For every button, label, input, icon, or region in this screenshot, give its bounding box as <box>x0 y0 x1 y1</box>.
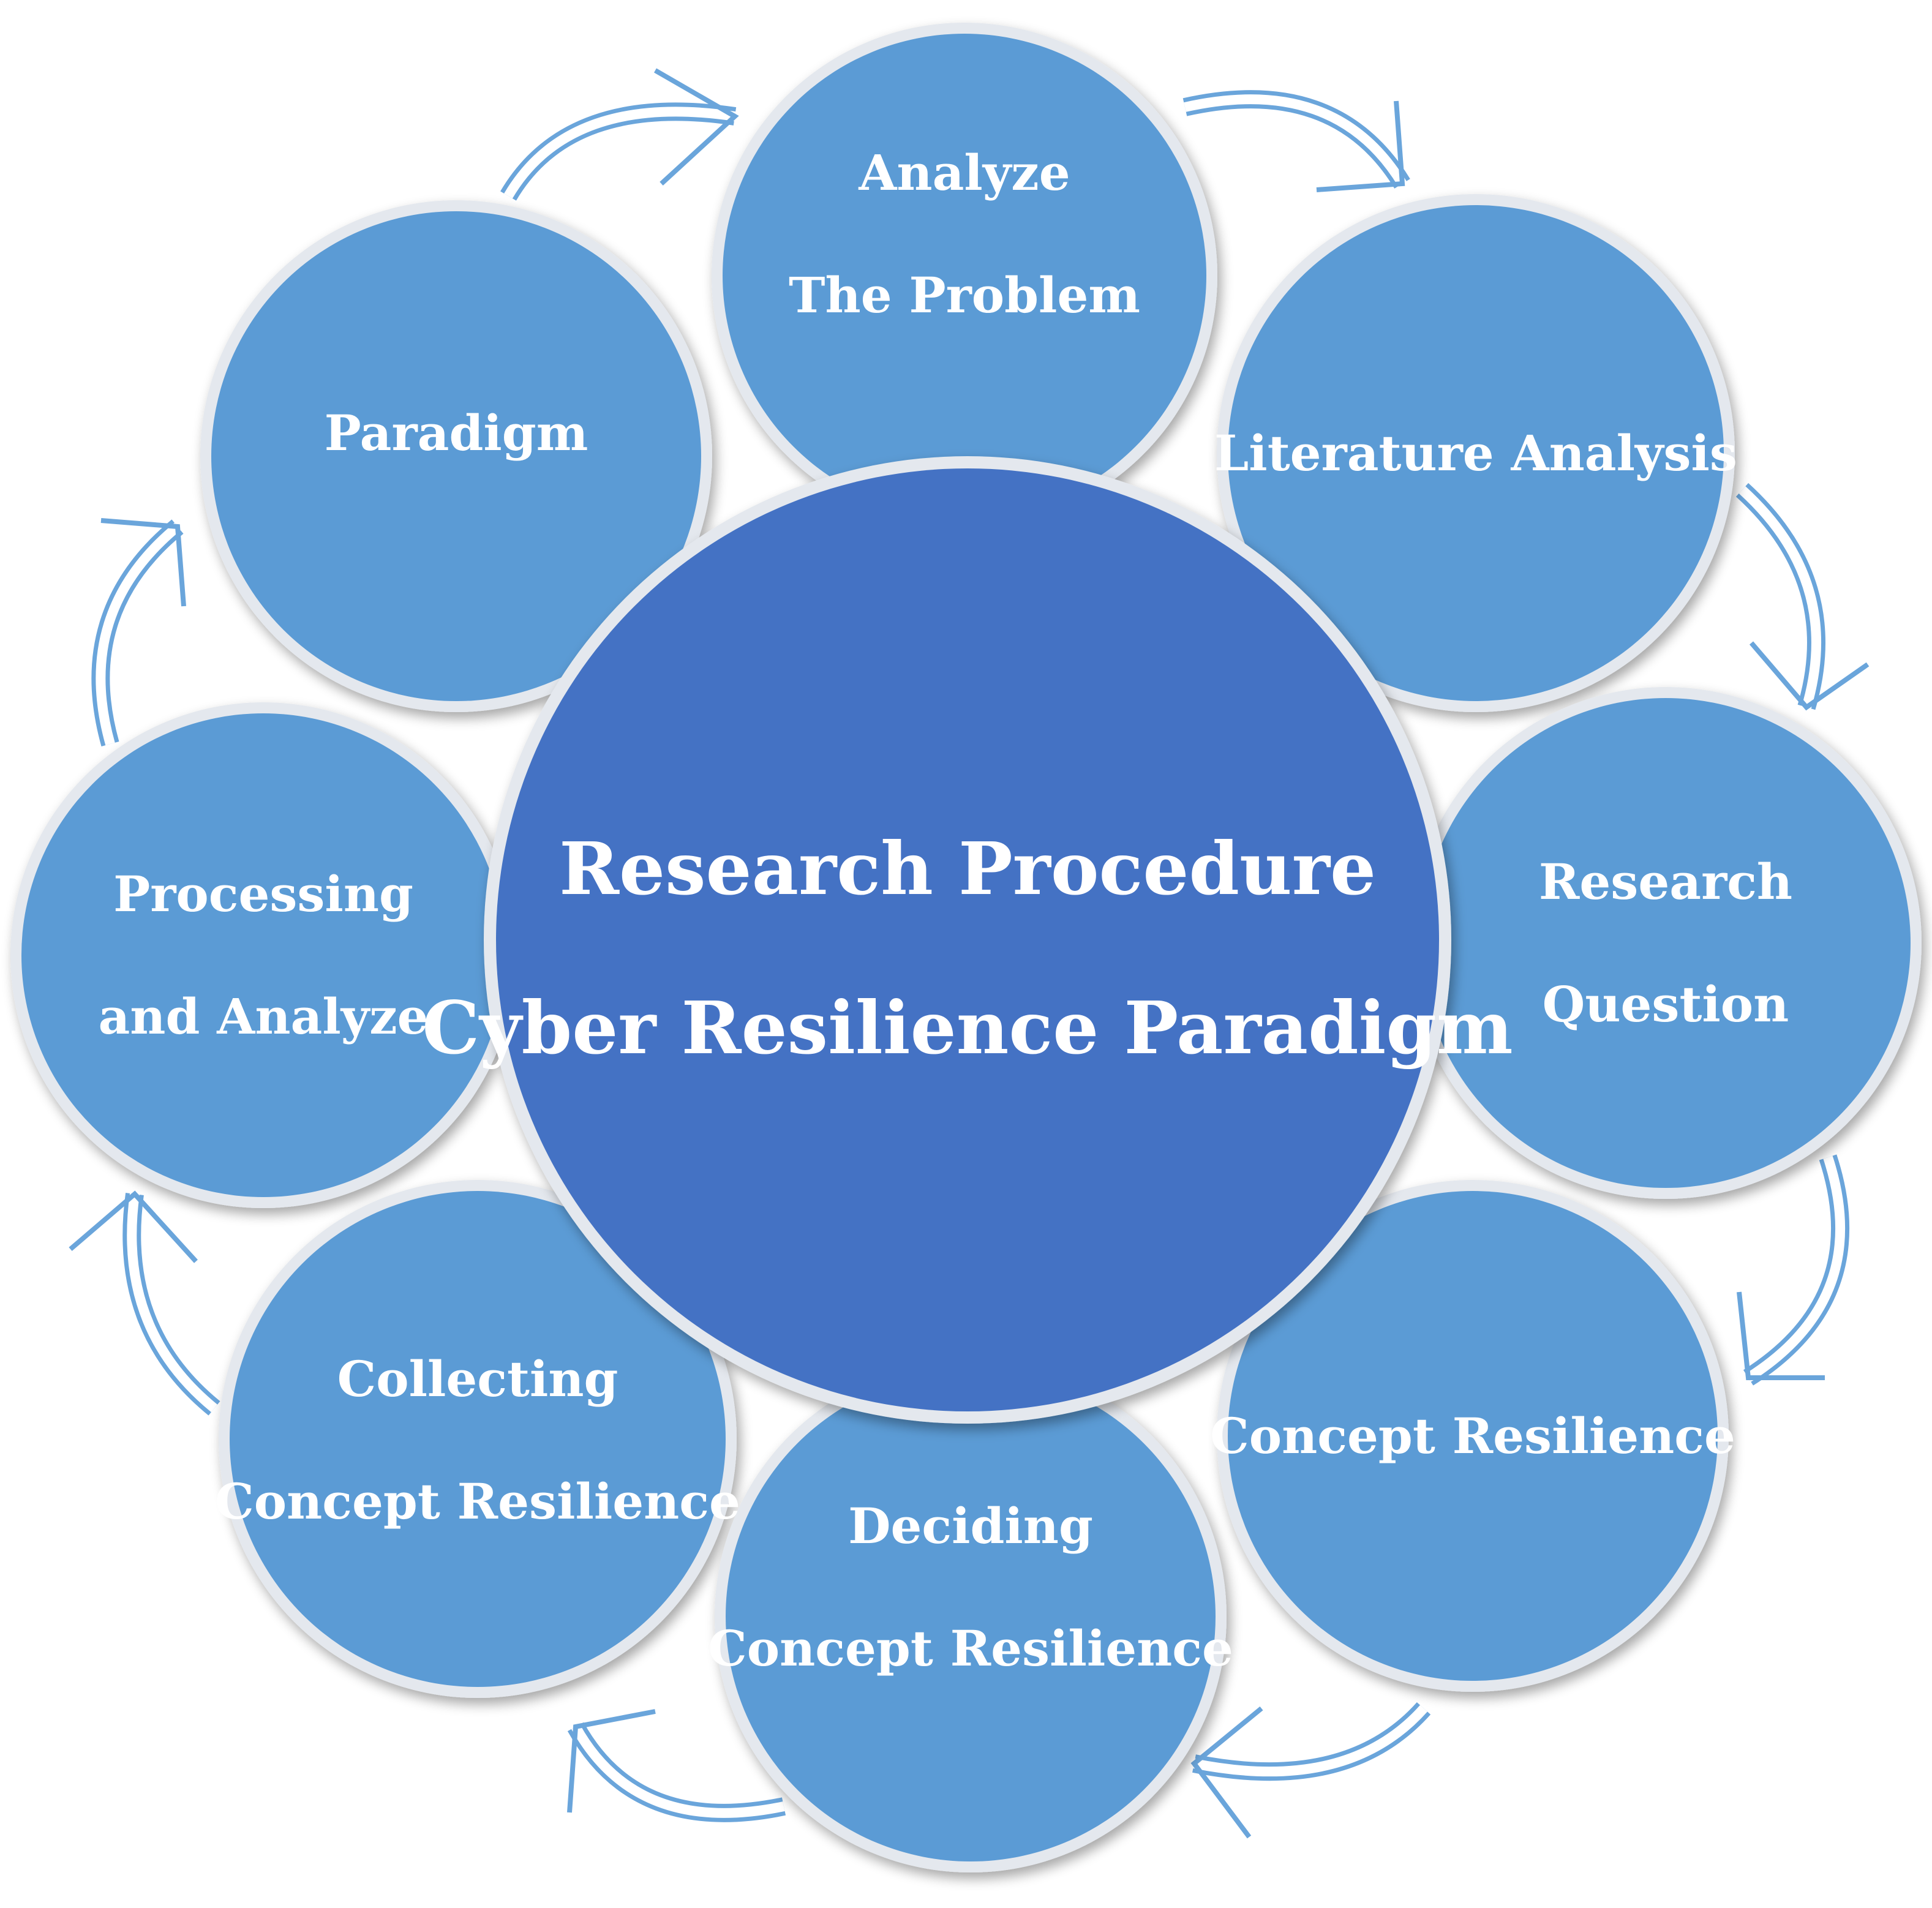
step-circle <box>211 211 701 701</box>
flow-arrow-8 <box>91 518 186 747</box>
arrow-shaft <box>127 1193 218 1413</box>
arrow-head <box>1190 1706 1263 1839</box>
step-circle <box>723 34 1206 517</box>
arrow-shaft <box>504 107 736 199</box>
flow-arrow-1 <box>500 68 739 201</box>
step-node-1 <box>712 23 1217 528</box>
center-hub: Research Procedure Cyber Resilience Para… <box>422 456 1513 1424</box>
arrow-head <box>69 1190 198 1263</box>
step-1-label-line-1: Analyze <box>858 144 1070 201</box>
flow-arrow-6 <box>567 1709 786 1822</box>
step-5-label-line-1: Deciding <box>848 1497 1093 1555</box>
step-2-label-line-1: Literature Analysis <box>1214 424 1737 482</box>
step-8-label-line-1: Paradigm <box>325 404 588 462</box>
step-6-label-line-2: Concept Resilience <box>215 1473 740 1530</box>
step-node-8 <box>200 200 712 712</box>
cycle-arrows <box>69 68 1870 1839</box>
step-5-label-line-2: Concept Resilience <box>708 1620 1233 1677</box>
arrow-shaft <box>1745 1155 1846 1382</box>
flow-arrow-5 <box>1190 1702 1431 1839</box>
step-circles <box>10 23 1922 1872</box>
step-circle <box>230 1191 726 1687</box>
arrow-head <box>1316 100 1405 192</box>
step-circle <box>1421 698 1911 1188</box>
arrow-head <box>100 518 186 607</box>
step-6-label-line-1: Collecting <box>337 1350 618 1408</box>
step-7-label-line-1: Processing <box>113 865 413 923</box>
step-3-label-line-2: Question <box>1543 975 1789 1033</box>
step-node-2 <box>1217 194 1735 712</box>
step-node-4 <box>1217 1180 1729 1692</box>
step-3-label-line-1: Research <box>1539 853 1792 911</box>
arrow-head <box>1737 1291 1825 1380</box>
step-circle <box>726 1372 1216 1861</box>
step-circle <box>1228 205 1724 701</box>
center-title-line-1: Research Procedure <box>559 826 1376 911</box>
arrow-head <box>654 68 739 186</box>
arrow-head <box>567 1709 656 1813</box>
step-node-3 <box>1410 687 1922 1199</box>
step-node-5 <box>715 1361 1227 1872</box>
center-title-line-2: Cyber Resilience Paradigm <box>422 985 1513 1070</box>
step-4-label-line-1: Concept Resilience <box>1210 1407 1735 1465</box>
arrow-head <box>1749 641 1870 711</box>
step-node-7 <box>10 702 516 1208</box>
arrow-shaft <box>96 522 181 746</box>
arrow-shaft <box>1184 94 1407 187</box>
arrow-shaft <box>1193 1705 1427 1777</box>
step-circle <box>1228 1191 1718 1681</box>
step-node-6 <box>219 1180 737 1698</box>
step-1-label-line-2: The Problem <box>789 266 1140 324</box>
center-hub-circle <box>496 468 1439 1411</box>
step-circle <box>21 713 505 1197</box>
flow-arrow-2 <box>1182 90 1410 192</box>
flow-arrow-4 <box>1737 1154 1850 1386</box>
flow-arrow-3 <box>1735 483 1870 711</box>
flow-arrow-7 <box>69 1190 220 1416</box>
arrow-shaft <box>571 1724 785 1818</box>
step-7-label-line-2: and Analyze <box>98 988 428 1045</box>
arrow-shaft <box>1738 486 1821 709</box>
